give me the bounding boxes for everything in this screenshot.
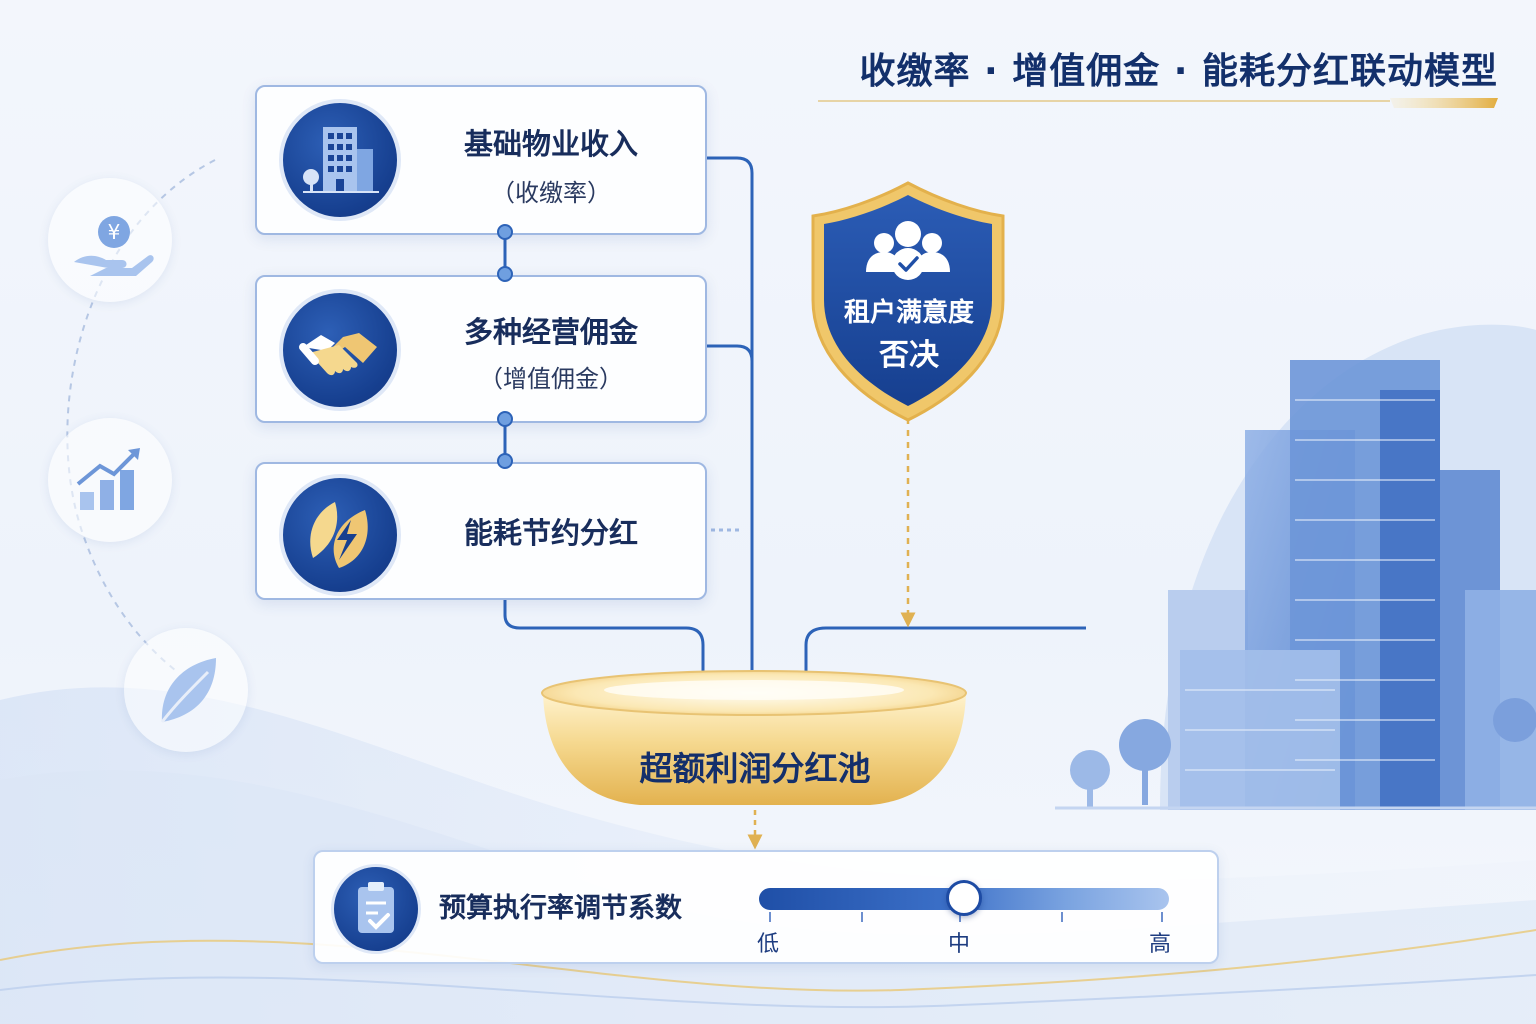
office-building-icon: [303, 127, 379, 193]
slider-tick: [959, 912, 961, 922]
card-multi-business-commission: 多种经营佣金 （增值佣金）: [255, 275, 707, 423]
card-base-property-income: 基础物业收入 （收缴率）: [255, 85, 707, 235]
card-subtitle: （收缴率）: [491, 179, 611, 207]
card-title: 能耗节约分红: [463, 516, 638, 550]
side-circle-leaf: [124, 628, 248, 752]
connector-dot: [497, 411, 513, 427]
card-title: 多种经营佣金: [463, 315, 638, 349]
card-energy-saving-dividend: 能耗节约分红: [255, 462, 707, 600]
slider-tick: [861, 912, 863, 922]
budget-icon-circle: [331, 864, 421, 954]
title-underline: [818, 98, 1498, 108]
side-circle-yen: ¥: [48, 178, 172, 302]
slider-label-high: 高: [1149, 932, 1172, 957]
connector-dot: [497, 224, 513, 240]
profit-pool-label: 超额利润分红池: [639, 749, 871, 788]
budget-execution-panel: 预算执行率调节系数 低 中 高: [313, 850, 1219, 964]
card-subtitle: （增值佣金）: [479, 365, 623, 393]
tenant-group-check-icon: [866, 221, 950, 280]
yen-hand-icon: ¥: [74, 216, 154, 276]
page-title: 收缴率 · 增值佣金 · 能耗分红联动模型: [859, 51, 1498, 92]
side-circle-chart: [48, 418, 172, 542]
card-title: 基础物业收入: [463, 127, 638, 161]
clipboard-check-icon: [358, 882, 394, 933]
connectors: [503, 156, 1086, 701]
growth-chart-icon: [76, 448, 140, 510]
leaf-icon: [160, 658, 216, 723]
card-icon-circle: [279, 99, 401, 221]
shield-label-line2: 否决: [879, 338, 939, 373]
slider-tick: [1161, 912, 1163, 922]
profit-pool-bowl: [541, 670, 967, 805]
handshake-icon: [299, 333, 377, 376]
tenant-veto-shield: [811, 181, 1005, 422]
slider-label-low: 低: [757, 932, 780, 957]
city-illustration: [1055, 324, 1536, 810]
leaf-lightning-icon: [310, 502, 368, 568]
card-icon-circle: [279, 474, 401, 596]
adjustment-slider-knob[interactable]: [946, 880, 982, 916]
slider-tick: [1061, 912, 1063, 922]
slider-tick: [769, 912, 771, 922]
connector-dot: [497, 266, 513, 282]
connector-dot: [497, 453, 513, 469]
shield-label-line1: 租户满意度: [843, 298, 974, 328]
slider-label-mid: 中: [948, 932, 971, 957]
svg-text:¥: ¥: [108, 220, 121, 244]
budget-label: 预算执行率调节系数: [439, 893, 682, 924]
card-icon-circle: [279, 289, 401, 411]
